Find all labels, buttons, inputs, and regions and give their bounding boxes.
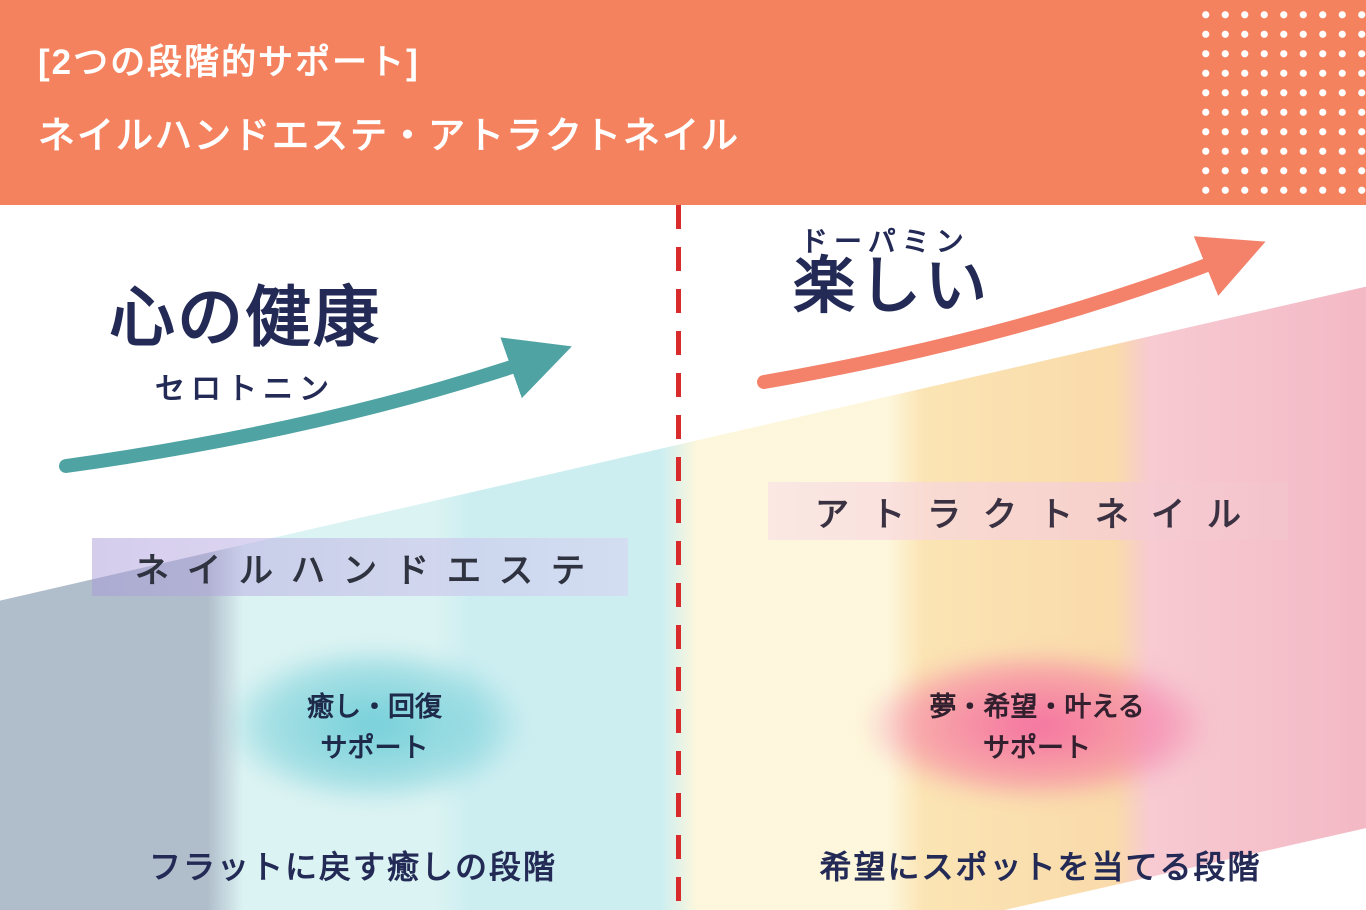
healing-blob [222, 645, 527, 805]
header-line2: ネイルハンドエステ・アトラクトネイル [38, 115, 740, 156]
right-title: 楽しい [793, 252, 992, 321]
dream-blob-line2: サポート [983, 732, 1091, 763]
left-subtitle: セロトニン [155, 373, 335, 406]
dream-blob-line1: 夢・希望・叶える [929, 692, 1145, 722]
header-banner: [2つの段階的サポート] ネイルハンドエステ・アトラクトネイル [0, 0, 1366, 205]
left-title: 心の健康 [109, 280, 381, 354]
center-dashed-divider [676, 205, 681, 910]
healing-blob-line2: サポート [320, 732, 429, 763]
dream-blob-label: 夢・希望・叶える サポート [862, 687, 1212, 768]
left-caption: フラットに戻す癒しの段階 [148, 849, 557, 885]
healing-blob-line1: 癒し・回復 [307, 692, 442, 722]
right-caption: 希望にスポットを当てる段階 [819, 849, 1262, 885]
header-line1: [2つの段階的サポート] [38, 43, 420, 82]
dot-pattern-decoration [1190, 0, 1366, 196]
stage-label-nail-hand-este: ネイルハンドエステ [92, 538, 628, 596]
stage-label-right-text: アトラクトネイル [815, 496, 1263, 534]
healing-blob-label: 癒し・回復 サポート [222, 687, 527, 768]
stage-label-attract-nail: アトラクトネイル [768, 482, 1288, 540]
stage-label-left-text: ネイルハンドエステ [135, 552, 603, 590]
dream-blob [862, 650, 1212, 802]
